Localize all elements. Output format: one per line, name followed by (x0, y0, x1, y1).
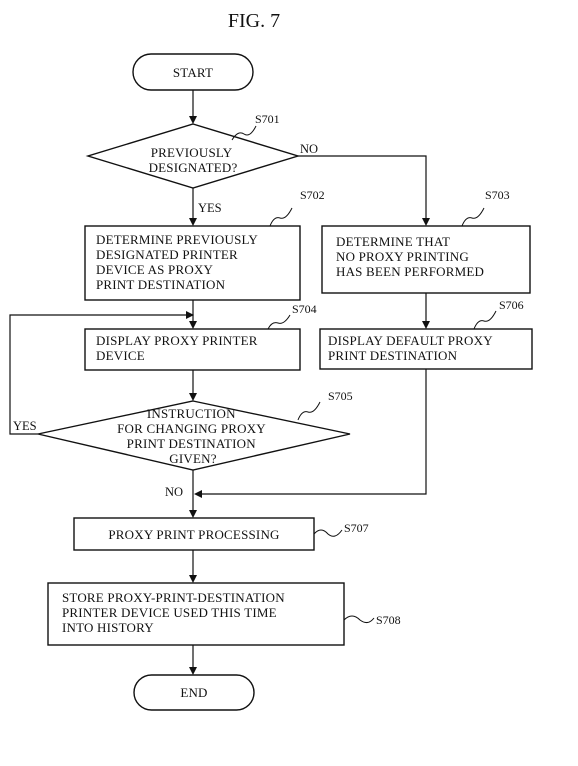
s706-text: DISPLAY DEFAULT PROXY PRINT DESTINATION (328, 333, 496, 363)
branch-label-s705-yes: YES (13, 419, 37, 433)
s703-text: DETERMINE THAT NO PROXY PRINTING HAS BEE… (336, 234, 484, 279)
arrowhead (189, 218, 197, 226)
arrowhead (189, 667, 197, 675)
arrowhead (186, 311, 194, 319)
step-label-s706: S706 (499, 298, 524, 312)
step-label-s703: S703 (485, 188, 510, 202)
leader-s704 (267, 314, 291, 330)
start-label: START (173, 65, 213, 80)
s704-text: DISPLAY PROXY PRINTER DEVICE (96, 333, 261, 363)
s705-text: INSTRUCTION FOR CHANGING PROXY PRINT DES… (117, 406, 269, 466)
process-s708 (47, 582, 345, 646)
step-label-s707: S707 (344, 521, 369, 535)
arrowhead (189, 116, 197, 124)
connector-s706-merge (201, 369, 427, 495)
arrowhead (422, 321, 430, 329)
step-label-s701: S701 (255, 112, 280, 126)
decision-s705 (37, 400, 351, 471)
leader-s702 (269, 207, 293, 227)
s702-text: DETERMINE PREVIOUSLY DESIGNATED PRINTER … (96, 232, 261, 292)
leader-s705 (297, 401, 321, 421)
decision-s701 (85, 123, 301, 189)
arrowhead (189, 510, 197, 518)
connector-s701-s703 (298, 155, 427, 219)
process-s704 (84, 328, 301, 371)
arrowhead (189, 575, 197, 583)
end-label: END (180, 685, 207, 700)
step-label-s708: S708 (376, 613, 401, 627)
connector-s705-yes-loop (9, 314, 193, 435)
step-label-s705: S705 (328, 389, 353, 403)
s701-text: PREVIOUSLY DESIGNATED? (149, 145, 238, 175)
s708-text: STORE PROXY-PRINT-DESTINATION PRINTER DE… (62, 590, 288, 635)
branch-label-s701-yes: YES (198, 201, 222, 215)
start-terminal (132, 53, 254, 91)
arrowhead (189, 321, 197, 329)
leader-s703 (461, 207, 485, 227)
process-s703 (321, 225, 531, 294)
process-s707 (73, 517, 315, 551)
connectors (9, 90, 430, 675)
arrowhead (194, 490, 202, 498)
s707-text: PROXY PRINT PROCESSING (108, 527, 279, 542)
figure-title: FIG. 7 (228, 10, 280, 32)
process-s706 (319, 328, 533, 370)
leader-s707 (313, 529, 343, 537)
branch-label-s705-no: NO (165, 485, 183, 499)
arrowhead (422, 218, 430, 226)
step-label-s704: S704 (292, 302, 317, 316)
step-label-s702: S702 (300, 188, 325, 202)
branch-label-s701-no: NO (300, 142, 318, 156)
leader-s708 (343, 615, 375, 624)
step-labels: S701 S702 S703 S704 S706 S705 S707 S708 (231, 112, 524, 627)
leader-s706 (473, 310, 497, 330)
process-s702 (84, 225, 301, 301)
arrowhead (189, 393, 197, 401)
leader-s701 (231, 125, 257, 141)
end-terminal (133, 674, 255, 711)
